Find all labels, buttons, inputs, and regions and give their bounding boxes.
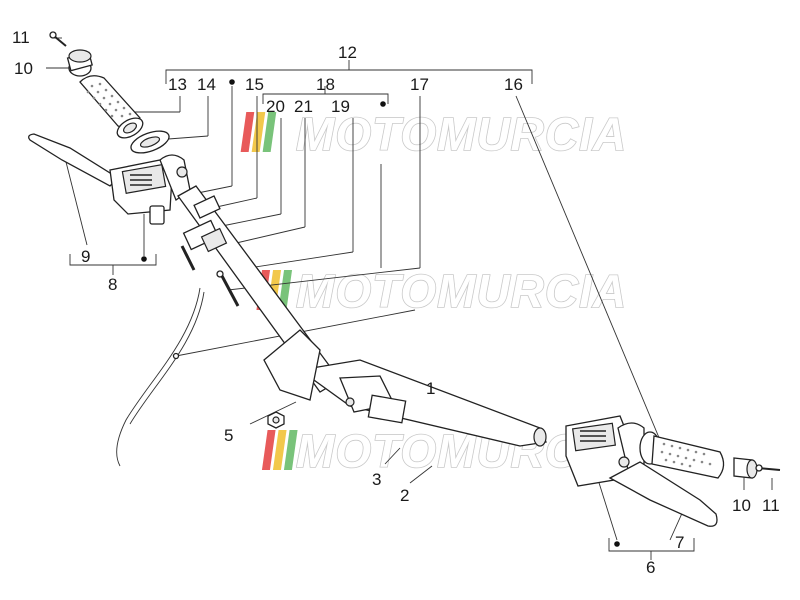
callout-11-left: 11 [12,28,30,47]
bar-end-weight-top-left [66,49,93,77]
callout-15: 15 [245,75,264,94]
callout-1: 1 [426,379,435,398]
watermark-text: MOTOMURCIA [296,265,627,317]
callout-6: 6 [646,558,655,577]
callout-labels: 11 10 12 13 14 15 18 17 16 20 21 19 9 8 … [12,28,780,577]
callout-14: 14 [197,75,216,94]
callout-3: 3 [372,470,381,489]
watermark-top: MOTOMURCIA [240,107,627,161]
bracket-8 [69,254,157,275]
left-master-cylinder [28,133,191,225]
bar-end-weight-right [733,457,758,479]
callout-9: 9 [81,247,90,266]
right-grip [639,431,725,479]
brake-cable [116,287,205,467]
callout-13: 13 [168,75,187,94]
screw-right [755,464,781,472]
watermark-text: MOTOMURCIA [296,108,627,160]
callout-5: 5 [224,426,233,445]
callout-10-right: 10 [732,496,751,515]
screw-top-left [49,31,67,47]
callout-10-left: 10 [14,59,33,78]
callout-2: 2 [400,486,409,505]
nut [267,411,285,429]
washer [130,130,170,154]
bracket-12 [165,60,533,84]
callout-17: 17 [410,75,429,94]
left-grip [79,75,144,139]
callout-8: 8 [108,275,117,294]
callout-12: 12 [338,43,357,62]
callout-21: 21 [294,97,313,116]
callout-16: 16 [504,75,523,94]
callout-7: 7 [675,533,684,552]
left-switch-parts [180,195,240,307]
bracket-6 [608,538,695,560]
bullet-dots [141,79,620,547]
callout-20: 20 [266,97,285,116]
callout-18: 18 [316,75,335,94]
callout-19: 19 [331,97,350,116]
callout-11-right: 11 [762,496,780,515]
watermark-middle: MOTOMURCIA [256,264,627,318]
right-master-cylinder [565,415,718,527]
bracket-18 [262,86,389,104]
